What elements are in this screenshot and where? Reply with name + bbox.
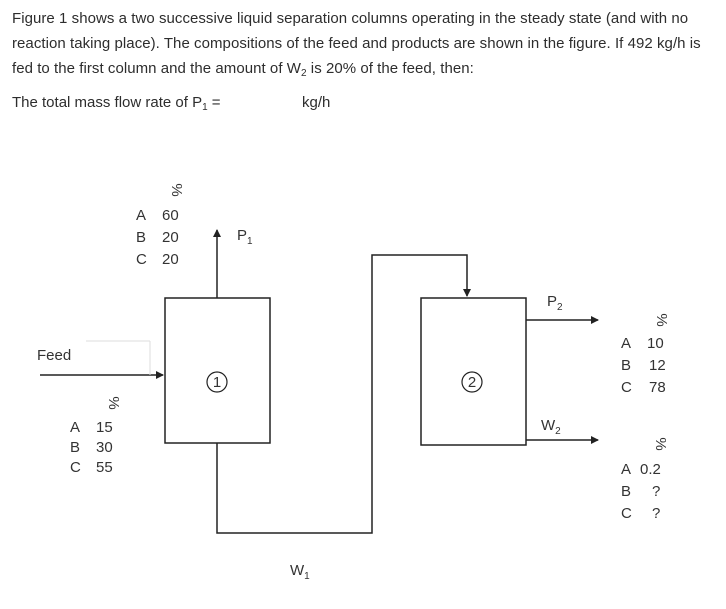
w2-label-main: W <box>541 417 556 434</box>
w2-label-sub: 2 <box>555 426 561 437</box>
feed-composition-table: A 15 B 30 C 55 <box>70 419 113 476</box>
question-prefix: The total mass flow rate of P <box>12 94 203 111</box>
column-1-number: 1 <box>213 374 221 391</box>
column-1 <box>164 297 271 444</box>
w2-comp-b-value: ? <box>652 483 660 500</box>
problem-text-subscript: 2 <box>300 68 307 79</box>
problem-text: Figure 1 shows a two successive liquid s… <box>12 10 701 77</box>
p2-comp-c-name: C <box>621 379 632 396</box>
p1-label-main: P <box>237 227 247 244</box>
w1-label: W1 <box>290 562 310 582</box>
w1-stream-arrow <box>216 254 471 534</box>
p2-comp-b-value: 12 <box>649 357 666 374</box>
p2-comp-c-value: 78 <box>649 379 666 396</box>
p2-composition-table: A 10 B 12 C 78 <box>621 335 666 396</box>
p1-comp-c-value: 20 <box>162 251 179 268</box>
problem-statement: Figure 1 shows a two successive liquid s… <box>12 6 724 83</box>
feed-comp-a-name: A <box>70 419 80 436</box>
w1-label-sub: 1 <box>304 571 310 582</box>
w2-comp-c-name: C <box>621 505 632 522</box>
feed-label: Feed <box>37 347 71 364</box>
p1-comp-a-value: 60 <box>162 207 179 224</box>
feed-comp-b-name: B <box>70 439 80 456</box>
question-line: The total mass flow rate of P1 = kg/h <box>12 90 330 117</box>
p1-percent-symbol: % <box>168 183 185 196</box>
w2-comp-b-name: B <box>621 483 631 500</box>
question-suffix: = <box>207 94 221 111</box>
p2-comp-b-name: B <box>621 357 631 374</box>
p1-comp-b-value: 20 <box>162 229 179 246</box>
w2-label: W2 <box>541 417 561 437</box>
feed-percent-symbol: % <box>105 396 122 409</box>
p1-comp-b-name: B <box>136 229 146 246</box>
p1-comp-a-name: A <box>136 207 146 224</box>
w1-label-main: W <box>290 562 305 579</box>
column-2 <box>420 297 527 446</box>
feed-comp-c-name: C <box>70 459 81 476</box>
w2-comp-a-value: 0.2 <box>640 461 661 478</box>
w2-comp-a-name: A <box>621 461 631 478</box>
column-2-number: 2 <box>468 374 476 391</box>
p2-label-main: P <box>547 293 557 310</box>
p2-comp-a-name: A <box>621 335 631 352</box>
question-units: kg/h <box>302 94 331 111</box>
p1-comp-c-name: C <box>136 251 147 268</box>
w2-composition-table: A 0.2 B ? C ? <box>621 461 661 522</box>
w2-comp-c-value: ? <box>652 505 660 522</box>
column-1-marker <box>206 371 228 393</box>
p1-label-sub: 1 <box>247 236 253 247</box>
question-subscript: 1 <box>202 102 208 113</box>
p2-comp-a-value: 10 <box>647 335 664 352</box>
p2-label: P2 <box>547 293 563 313</box>
p1-label: P1 <box>237 227 253 247</box>
feed-comp-c-value: 55 <box>96 459 113 476</box>
feed-comp-b-value: 30 <box>96 439 113 456</box>
p2-label-sub: 2 <box>557 302 563 313</box>
p1-composition-table: A 60 B 20 C 20 <box>136 207 179 268</box>
problem-text-tail: is 20% of the feed, then: <box>306 60 474 77</box>
w2-percent-symbol: % <box>652 437 669 450</box>
column-2-marker <box>461 371 483 393</box>
feed-comp-a-value: 15 <box>96 419 113 436</box>
p2-percent-symbol: % <box>653 313 670 326</box>
